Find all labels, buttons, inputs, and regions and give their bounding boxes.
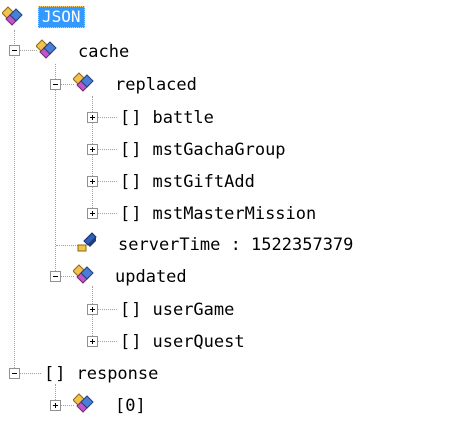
tree-node-mstmastermission[interactable]: [] mstMasterMission: [120, 200, 318, 228]
tree-node-label[interactable]: mstMasterMission: [152, 204, 317, 224]
tree-guide-cache: [55, 64, 56, 277]
expand-toggle[interactable]: [87, 176, 98, 187]
object-icon: [73, 72, 94, 92]
tree-connector: [56, 276, 74, 277]
array-brackets-icon: []: [120, 108, 143, 128]
tree-connector: [93, 181, 117, 182]
tree-node-response[interactable]: [] response: [44, 360, 160, 388]
collapse-toggle[interactable]: [50, 271, 61, 282]
tree-connector: [56, 245, 80, 246]
expand-toggle[interactable]: [50, 400, 61, 411]
tree-connector: [93, 149, 117, 150]
object-icon: [73, 264, 94, 284]
object-icon: [36, 39, 57, 59]
collapse-toggle[interactable]: [50, 79, 61, 90]
expand-toggle[interactable]: [87, 208, 98, 219]
tree-guide-replaced: [92, 96, 93, 214]
tree-node-label[interactable]: userQuest: [152, 332, 245, 352]
expand-toggle[interactable]: [87, 144, 98, 155]
tree-node-usergame[interactable]: [] userGame: [120, 296, 236, 324]
array-brackets-icon: []: [120, 300, 143, 320]
array-brackets-icon: []: [120, 332, 143, 352]
object-icon: [73, 393, 94, 413]
tree-connector: [93, 117, 117, 118]
tree-connector: [93, 213, 117, 214]
tree-guide-root: [14, 30, 15, 374]
tree-connector: [15, 373, 41, 374]
value-icon: [77, 232, 97, 252]
tree-connector: [56, 405, 74, 406]
tree-node-label[interactable]: serverTime : 1522357379: [118, 235, 354, 255]
tree-connector: [93, 309, 117, 310]
expand-toggle[interactable]: [87, 112, 98, 123]
tree-node-label[interactable]: JSON: [38, 6, 85, 28]
object-icon: [2, 6, 23, 26]
array-brackets-icon: []: [120, 204, 143, 224]
tree-node-label[interactable]: userGame: [152, 300, 235, 320]
collapse-toggle[interactable]: [9, 45, 20, 56]
expand-toggle[interactable]: [87, 304, 98, 315]
tree-connector: [15, 50, 37, 51]
tree-node-mstgiftadd[interactable]: [] mstGiftAdd: [120, 168, 257, 196]
tree-connector: [93, 341, 117, 342]
tree-node-userquest[interactable]: [] userQuest: [120, 328, 247, 356]
tree-node-mstgachagroup[interactable]: [] mstGachaGroup: [120, 136, 288, 164]
tree-node-battle[interactable]: [] battle: [120, 104, 216, 132]
tree-node-label[interactable]: mstGiftAdd: [152, 172, 255, 192]
tree-guide-response: [55, 384, 56, 406]
expand-toggle[interactable]: [87, 336, 98, 347]
tree-node-label[interactable]: cache: [78, 42, 130, 62]
tree-node-label[interactable]: replaced: [115, 75, 197, 95]
tree-node-label[interactable]: mstGachaGroup: [152, 140, 286, 160]
tree-connector: [56, 84, 74, 85]
array-brackets-icon: []: [44, 364, 67, 384]
tree-node-label[interactable]: [0]: [115, 396, 146, 416]
array-brackets-icon: []: [120, 172, 143, 192]
collapse-toggle[interactable]: [9, 368, 20, 379]
tree-node-label[interactable]: response: [76, 364, 159, 384]
tree-node-label[interactable]: battle: [152, 108, 214, 128]
tree-node-label[interactable]: updated: [115, 267, 187, 287]
array-brackets-icon: []: [120, 140, 143, 160]
